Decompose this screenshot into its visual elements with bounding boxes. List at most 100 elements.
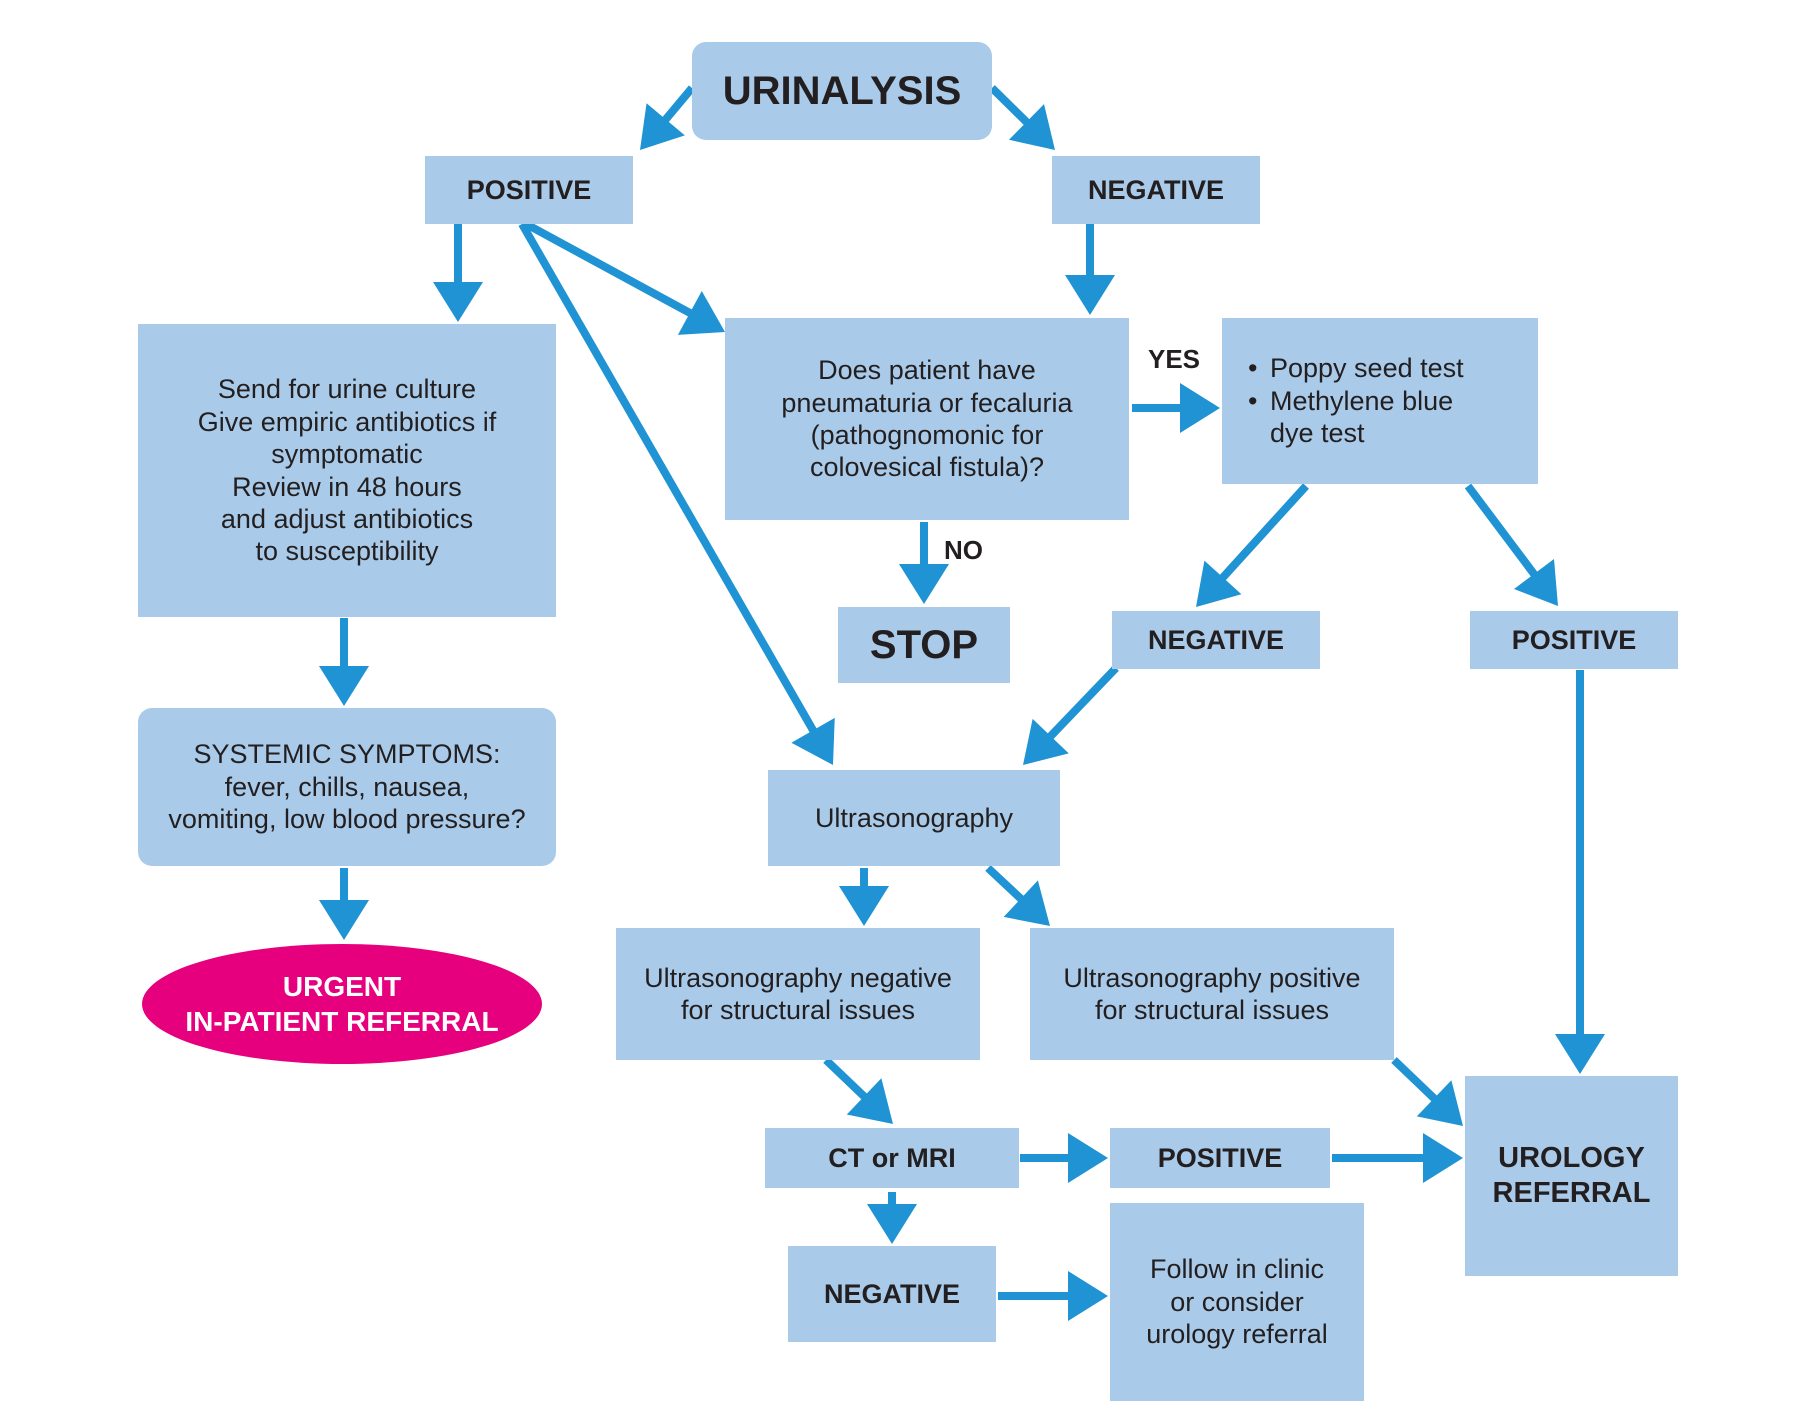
arrow-head: [433, 282, 483, 322]
urine-culture-line: symptomatic: [271, 439, 423, 470]
arrow-us-negative-to-ctmri: [823, 1057, 893, 1124]
arrow-head: [640, 103, 685, 150]
pneumaturia-question-line: Does patient have: [818, 355, 1036, 386]
arrow-culture-to-systemic: [319, 618, 369, 706]
ultrasonography-node: Ultrasonography: [768, 770, 1060, 866]
urgent-referral-line: IN-PATIENT REFERRAL: [185, 1006, 499, 1037]
urgent-referral-line: URGENT: [282, 971, 402, 1002]
pneumaturia-question-line: colovesical fistula)?: [809, 452, 1045, 483]
us-negative-line: for structural issues: [680, 995, 916, 1025]
urology-referral-line: REFERRAL: [1492, 1177, 1651, 1209]
pneumaturia-question-line: (pathognomonic for: [810, 420, 1044, 450]
arrow-head: [1068, 1133, 1108, 1183]
arrow-shaft: [1218, 483, 1309, 582]
poppy-seed-test-item: Poppy seed test: [1248, 352, 1480, 385]
urine-culture-line: to susceptibility: [255, 536, 439, 567]
us-positive-line: Ultrasonography positive: [1063, 962, 1361, 993]
arrow-question-to-tests: [1132, 383, 1220, 433]
urinalysis-node: URINALYSIS: [692, 42, 992, 140]
urine-culture-line: and adjust antibiotics: [220, 503, 474, 534]
dye-tests-node: Poppy seed test Methylene blue dye test: [1222, 318, 1538, 484]
systemic-symptoms-line: fever, chills, nausea,: [224, 771, 470, 802]
pneumaturia-question-node: Does patient have pneumaturia or fecalur…: [725, 318, 1129, 520]
arrow-head: [319, 900, 369, 940]
negative-result-node: NEGATIVE: [1052, 156, 1260, 224]
arrow-shaft: [989, 85, 1031, 127]
arrow-head: [867, 1204, 917, 1244]
arrow-head: [1003, 880, 1050, 926]
arrow-positive-to-urology-low: [1332, 1133, 1463, 1183]
urine-culture-line: Send for urine culture: [217, 374, 477, 405]
arrow-head: [1555, 1034, 1605, 1074]
arrow-urinalysis-to-negative: [989, 85, 1055, 150]
arrow-head: [319, 666, 369, 706]
arrow-head: [1023, 718, 1069, 765]
no-label: NO: [944, 535, 983, 565]
ct-mri-node: CT or MRI: [765, 1128, 1019, 1188]
arrow-tests-to-negative: [1196, 483, 1309, 607]
ct-positive-node: POSITIVE: [1110, 1128, 1330, 1188]
positive-result-node: POSITIVE: [425, 156, 633, 224]
systemic-symptoms-node: SYSTEMIC SYMPTOMS: fever, chills, nausea…: [138, 708, 556, 866]
follow-up-node: Follow in clinic or consider urology ref…: [1110, 1203, 1364, 1401]
positive-test-result-node: POSITIVE: [1470, 611, 1678, 669]
arrow-shaft: [985, 865, 1025, 903]
follow-up-line: or consider: [1170, 1286, 1304, 1317]
follow-up-line: Follow in clinic: [1149, 1254, 1325, 1285]
us-positive-node: Ultrasonography positive for structural …: [1030, 928, 1394, 1060]
arrow-question-to-stop: [899, 522, 949, 604]
arrow-head: [1423, 1133, 1463, 1183]
urology-referral-node: UROLOGY REFERRAL: [1465, 1076, 1678, 1276]
yes-label: YES: [1148, 344, 1201, 374]
systemic-symptoms-line: vomiting, low blood pressure?: [168, 804, 526, 835]
arrow-head: [1514, 559, 1558, 606]
urine-culture-node: Send for urine culture Give empiric anti…: [138, 324, 556, 617]
arrow-head: [1008, 104, 1055, 150]
arrow-negative-to-ultrasonography: [1023, 665, 1119, 765]
negative-test-result-node: NEGATIVE: [1112, 611, 1320, 669]
arrow-systemic-to-urgent: [319, 868, 369, 940]
stop-node: STOP: [838, 607, 1010, 683]
arrow-head: [1068, 1271, 1108, 1321]
arrow-negative-to-follow: [998, 1271, 1108, 1321]
arrow-head: [839, 886, 889, 926]
arrow-shaft: [823, 1057, 869, 1101]
arrow-head: [1196, 560, 1242, 607]
arrow-positive-to-question: [524, 220, 725, 335]
arrow-shaft: [1391, 1057, 1439, 1103]
arrow-head: [791, 717, 835, 765]
us-positive-line: for structural issues: [1094, 995, 1330, 1025]
arrow-ctmri-to-positive: [1020, 1133, 1108, 1183]
pneumaturia-question-line: pneumaturia or fecaluria: [781, 387, 1073, 418]
arrow-positive-to-urology: [1555, 670, 1605, 1074]
arrow-head: [846, 1078, 893, 1124]
arrow-shaft: [1464, 483, 1539, 578]
arrow-shaft: [518, 222, 818, 735]
arrow-positive-to-ultrasonography: [518, 222, 835, 765]
arrow-head: [1065, 275, 1115, 315]
urology-referral-line: UROLOGY: [1498, 1142, 1645, 1175]
arrow-head: [1416, 1080, 1463, 1126]
urine-culture-line: Review in 48 hours: [232, 471, 462, 502]
methylene-blue-test-item: Methylene blue dye test: [1248, 385, 1480, 450]
urine-culture-line: Give empiric antibiotics if: [197, 406, 497, 437]
arrow-ultrasonography-to-us-negative: [839, 868, 889, 926]
arrow-shaft: [1046, 665, 1119, 741]
arrow-urinalysis-to-positive: [640, 85, 696, 150]
arrow-positive-to-culture: [433, 224, 483, 322]
urgent-referral-node: URGENT IN-PATIENT REFERRAL: [142, 944, 542, 1064]
arrow-us-positive-to-urology: [1391, 1057, 1463, 1126]
arrow-head: [1180, 383, 1220, 433]
arrow-shaft: [661, 85, 696, 124]
systemic-symptoms-line: SYSTEMIC SYMPTOMS:: [193, 739, 501, 770]
arrow-head: [899, 564, 949, 604]
us-negative-node: Ultrasonography negative for structural …: [616, 928, 980, 1060]
us-negative-line: Ultrasonography negative: [644, 962, 952, 993]
arrow-shaft: [524, 220, 694, 318]
arrow-negative-to-question: [1065, 224, 1115, 315]
follow-up-line: urology referral: [1146, 1319, 1328, 1350]
arrow-tests-to-positive: [1464, 483, 1558, 606]
arrow-ctmri-to-negative: [867, 1192, 917, 1244]
arrow-ultrasonography-to-us-positive: [985, 865, 1050, 926]
